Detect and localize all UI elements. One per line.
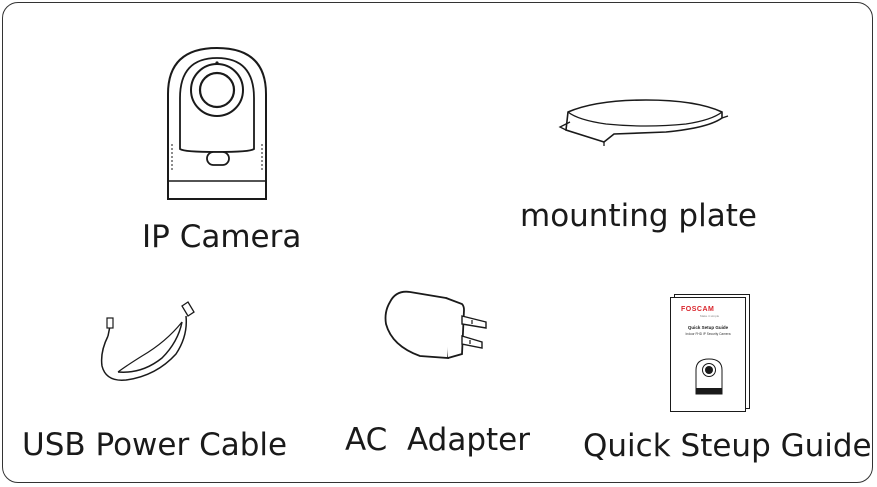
power-adapter-icon — [384, 290, 487, 359]
ip-camera-icon — [167, 46, 267, 200]
ac-adapter-label: AC Adapter — [345, 422, 531, 458]
guide-brand-tagline: Make it simple — [700, 314, 720, 318]
guide-brand-logo: FOSCAM — [681, 306, 715, 313]
guide-subtitle: Indoor FHD IP Security Camera — [685, 332, 731, 336]
mounting-plate-icon — [558, 99, 729, 146]
guide-title: Quick Setup Guide — [687, 325, 729, 330]
mounting-plate-label: mounting plate — [520, 198, 757, 234]
booklet-cover: FOSCAM Make it simple Quick Setup Guide … — [670, 297, 746, 412]
ip-camera-label: IP Camera — [142, 219, 302, 255]
usb-cable-label: USB Power Cable — [22, 427, 288, 463]
booklet-icon: FOSCAM Make it simple Quick Setup Guide … — [670, 294, 750, 412]
usb-cable-icon — [100, 301, 195, 381]
quick-setup-guide-label: Quick Steup Guide — [583, 428, 872, 464]
guide-camera-illustration-icon — [695, 358, 723, 395]
